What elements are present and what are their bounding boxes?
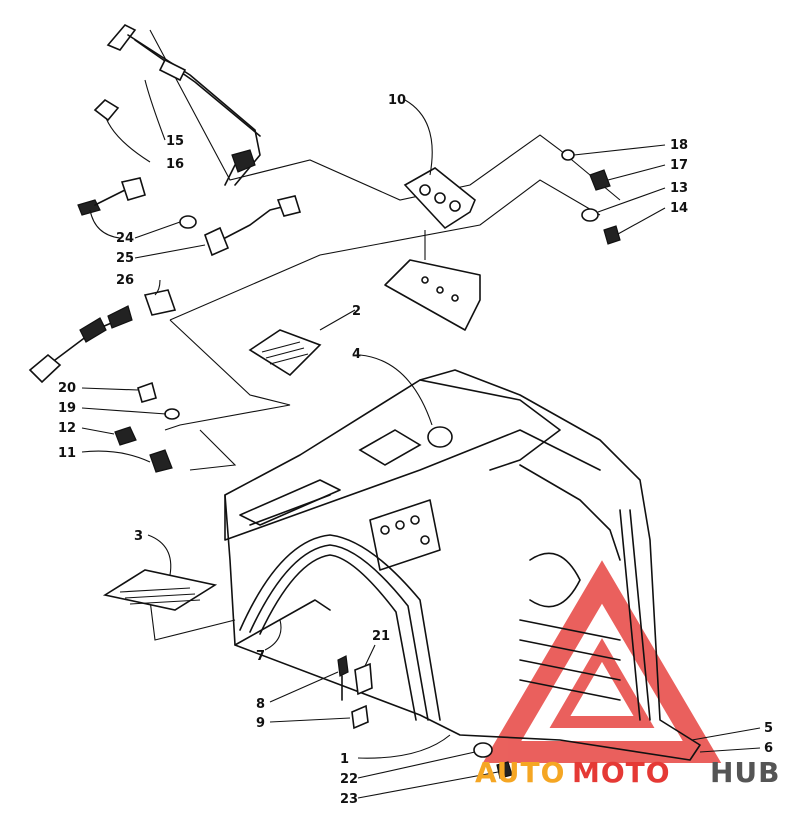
callout-17: 17: [670, 158, 688, 173]
part-10-switch-panel: [403, 167, 476, 260]
leader-lines: [81, 79, 761, 799]
callout-24: 24: [116, 231, 134, 246]
watermark-hub: HUB: [710, 756, 781, 789]
hood-body: [149, 369, 701, 761]
callout-26: 26: [116, 273, 134, 288]
watermark-auto: AUTO: [475, 756, 565, 789]
callout-12: 12: [58, 421, 76, 436]
part-22-23-fasteners: [473, 742, 513, 779]
callout-21: 21: [372, 629, 390, 644]
callout-5: 5: [764, 721, 773, 736]
callout-18: 18: [670, 138, 688, 153]
callout-15: 15: [166, 134, 184, 149]
part-4-gauge: [358, 426, 453, 466]
watermark-logo: [482, 560, 722, 763]
part-19-20-fasteners: [137, 381, 180, 420]
part-2-decal: [248, 329, 322, 377]
callout-23: 23: [340, 792, 358, 807]
part-11-12-knobs: [114, 426, 173, 473]
part-26-harness: [28, 289, 177, 384]
watermark-text: AUTO MOTO HUB: [475, 756, 781, 789]
callout-22: 22: [340, 772, 358, 787]
part-13-14-17-18: [561, 149, 621, 245]
dash-insert: [384, 259, 481, 331]
callout-16: 16: [166, 157, 184, 172]
callout-20: 20: [58, 381, 76, 396]
callout-3: 3: [134, 529, 143, 544]
callout-4: 4: [352, 347, 361, 362]
callout-2: 2: [352, 304, 361, 319]
callout-9: 9: [256, 716, 265, 731]
callout-labels: 1 2 3 4 5 6 7 8 9 10 11 12 13 14 15 16 1…: [58, 93, 773, 807]
callout-25: 25: [116, 251, 134, 266]
watermark-moto: MOTO: [572, 756, 671, 789]
callout-8: 8: [256, 697, 265, 712]
callout-13: 13: [670, 181, 688, 196]
callout-11: 11: [58, 446, 76, 461]
callout-7: 7: [256, 649, 265, 664]
callout-19: 19: [58, 401, 76, 416]
callout-14: 14: [670, 201, 688, 216]
part-3-decal: [102, 569, 218, 611]
callout-10: 10: [388, 93, 406, 108]
part-24-25-switch: [77, 177, 302, 257]
part-8-9-21-brackets: [337, 655, 373, 730]
callout-6: 6: [764, 741, 773, 756]
part-15-16-cables: [93, 24, 261, 186]
callout-1: 1: [340, 752, 349, 767]
